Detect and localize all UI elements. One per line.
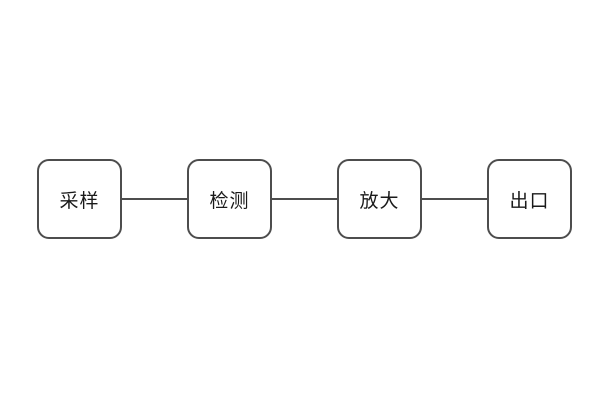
connector-detection-amplification bbox=[272, 198, 337, 200]
flow-node-detection: 检测 bbox=[187, 159, 272, 239]
flow-node-sampling: 采样 bbox=[37, 159, 122, 239]
connector-sampling-detection bbox=[122, 198, 187, 200]
connector-amplification-outlet bbox=[422, 198, 487, 200]
flow-node-outlet: 出口 bbox=[487, 159, 572, 239]
node-label-outlet: 出口 bbox=[509, 190, 550, 212]
node-label-sampling: 采样 bbox=[59, 190, 100, 212]
node-label-amplification: 放大 bbox=[359, 190, 400, 212]
flow-node-amplification: 放大 bbox=[337, 159, 422, 239]
node-label-detection: 检测 bbox=[209, 190, 250, 212]
